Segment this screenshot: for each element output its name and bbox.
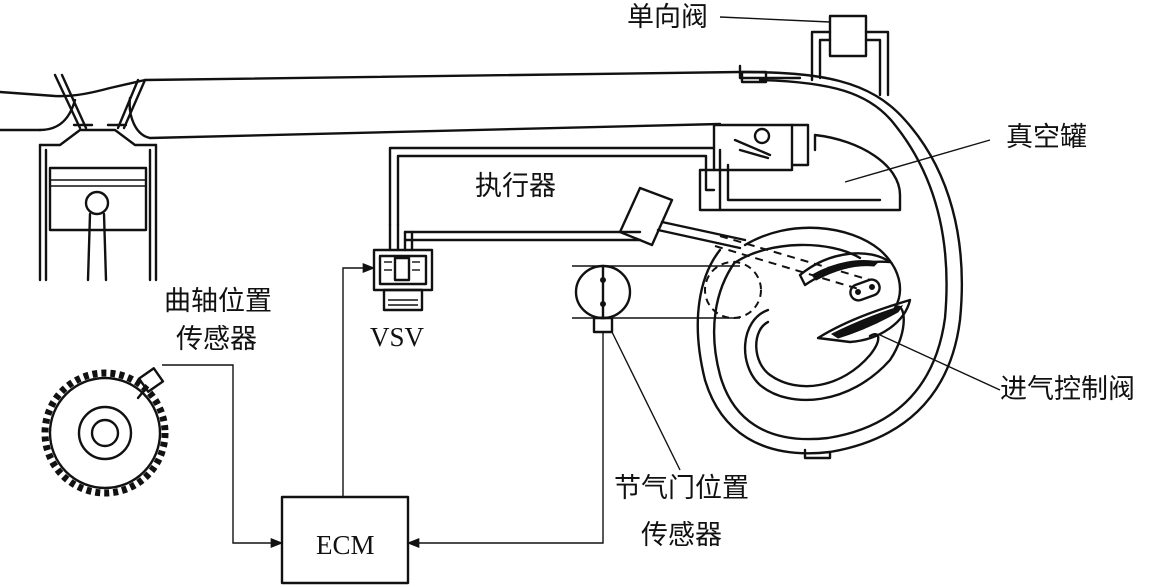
- actuator-label: 执行器: [475, 171, 556, 202]
- throttle-body: [572, 261, 762, 334]
- crank-sensor-label-1: 曲轴位置: [164, 286, 272, 317]
- actuator-valve-assembly: [712, 123, 810, 172]
- actuator-box: [388, 146, 722, 242]
- surge-tank: [696, 70, 964, 460]
- throttle-sensor-label-2: 传感器: [641, 520, 722, 551]
- crank-gear: [41, 369, 169, 497]
- intake-control-valve-leader: [879, 334, 1001, 391]
- engine-cylinder: [38, 73, 158, 282]
- vsv-valve: [372, 223, 434, 312]
- check-valve: [738, 14, 890, 97]
- crank-sensor: [136, 367, 165, 400]
- intake-pipe: [0, 70, 742, 140]
- vacuum-tank-label: 真空罐: [1006, 122, 1087, 153]
- wiring: [162, 262, 681, 549]
- check-valve-leader: [719, 16, 831, 23]
- linkage-dashed-2: [714, 245, 863, 291]
- intake-control-valve-label: 进气控制阀: [1000, 374, 1135, 405]
- check-valve-label: 单向阀: [627, 2, 708, 33]
- ecm-label: ECM: [316, 530, 375, 560]
- linkage-dashed: [719, 235, 871, 281]
- actuator-cylinder: [618, 186, 747, 250]
- intake-control-valve-flaps: [798, 252, 912, 344]
- crank-sensor-label-2: 传感器: [176, 324, 257, 355]
- vsv-label: VSV: [370, 322, 425, 352]
- throttle-sensor-label-1: 节气门位置: [614, 473, 749, 504]
- vacuum-tank-leader: [844, 139, 991, 183]
